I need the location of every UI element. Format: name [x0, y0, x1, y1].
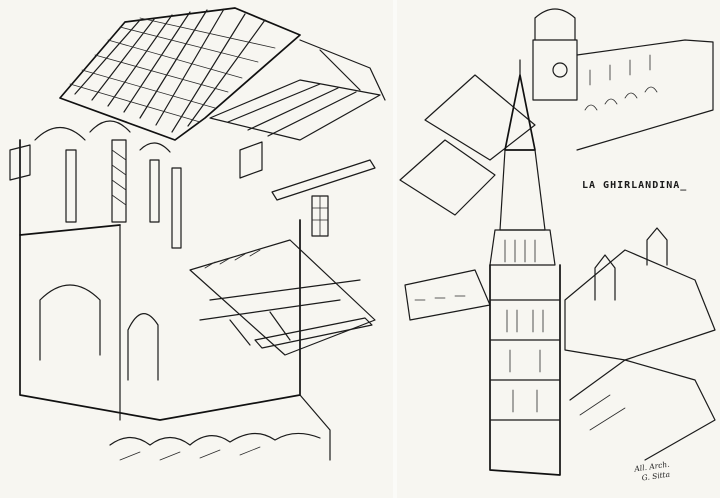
- clock-tower: [532, 8, 578, 101]
- cathedral-roofs: [564, 227, 716, 461]
- right-drawing-ghirlandina: LA GHIRLANDINA_ All. Arch. G. Sitta: [395, 0, 720, 498]
- drawing-title: LA GHIRLANDINA_: [582, 180, 688, 191]
- floor-section: [189, 239, 376, 356]
- tile-roof: [59, 7, 301, 141]
- foundation-stones: [109, 394, 331, 461]
- small-window: [311, 195, 329, 237]
- surrounding-roofs: [399, 74, 536, 321]
- roof-rafters: [209, 39, 386, 201]
- tower-spire: [489, 59, 556, 266]
- left-drawing-portico-cutaway: [9, 7, 386, 461]
- portico-arcade: [9, 120, 182, 249]
- panel-divider: [393, 0, 397, 498]
- tower-shaft: [489, 264, 561, 476]
- lower-wall: [19, 219, 301, 421]
- portico-cutaway-svg: [9, 7, 386, 461]
- ghirlandina-svg: [399, 8, 716, 476]
- palazzo-facade: [576, 39, 714, 151]
